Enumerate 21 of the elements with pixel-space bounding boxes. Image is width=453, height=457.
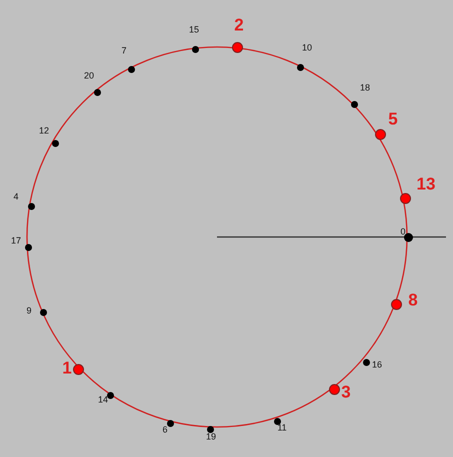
point-number: 10: [302, 44, 312, 52]
point-number: 15: [189, 26, 199, 34]
point-number: 19: [206, 432, 216, 442]
point-number: 0: [400, 228, 406, 236]
point-number: 6: [162, 426, 168, 434]
point-number: 13: [416, 176, 436, 192]
point-number: 3: [341, 384, 351, 400]
point-number: 16: [372, 360, 382, 370]
point-number: 5: [388, 110, 398, 128]
point-number: 7: [122, 46, 126, 56]
point-number: 4: [14, 192, 18, 202]
point-number: 11: [277, 424, 287, 432]
point-number: 2: [234, 16, 244, 34]
point-number: 20: [84, 72, 94, 80]
point-number: 1: [62, 360, 72, 376]
point-number: 9: [26, 306, 32, 316]
point-number: 12: [39, 126, 49, 136]
point-number: 18: [360, 84, 370, 92]
point-number: 8: [408, 292, 418, 308]
point-number: 17: [11, 236, 21, 246]
point-number: 14: [98, 396, 108, 404]
